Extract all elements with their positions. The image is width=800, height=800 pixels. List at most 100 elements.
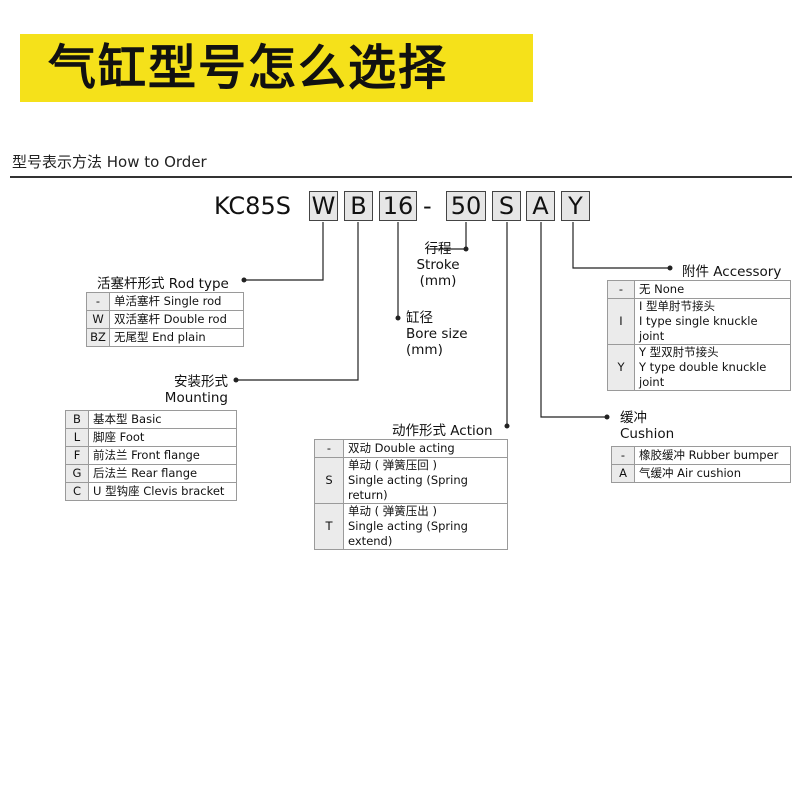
accessory-table: - 无 None I I 型单肘节接头 I type single knuckl… (607, 280, 791, 391)
option-code: BZ (86, 328, 110, 347)
bore-size-label: 缸径 Bore size (mm) (406, 310, 468, 358)
option-desc: 无 None (634, 280, 791, 299)
option-code: C (65, 482, 89, 501)
dot-stroke (463, 246, 469, 252)
table-row: S 单动 ( 弹簧压回 ) Single acting (Spring retu… (314, 457, 508, 504)
mounting-table: B 基本型 Basic L 脚座 Foot F 前法兰 Front flange… (65, 410, 237, 501)
stroke-en: Stroke (416, 257, 460, 273)
bore-size-unit: (mm) (406, 342, 443, 358)
table-row: L 脚座 Foot (65, 428, 237, 447)
option-desc-line1: 双动 Double acting (348, 441, 455, 455)
option-code: L (65, 428, 89, 447)
cushion-label: 缓冲 Cushion (620, 410, 674, 442)
option-code: F (65, 446, 89, 465)
option-code: Y (607, 344, 635, 391)
option-code: - (607, 280, 635, 299)
bore-size-cn: 缸径 (406, 310, 433, 326)
option-code: S (314, 457, 344, 504)
table-row: - 橡胶缓冲 Rubber bumper (611, 446, 791, 465)
action-label: 动作形式 Action (392, 423, 493, 439)
title-banner: 气缸型号怎么选择 (20, 34, 533, 102)
banner-title: 气缸型号怎么选择 (48, 40, 449, 96)
table-row: A 气缓冲 Air cushion (611, 464, 791, 483)
header-divider (10, 176, 792, 178)
option-desc-line1: 单动 ( 弹簧压出 ) (348, 504, 437, 518)
table-row: C U 型钩座 Clevis bracket (65, 482, 237, 501)
table-row: - 单活塞杆 Single rod (86, 292, 244, 311)
option-desc: 单动 ( 弹簧压出 ) Single acting (Spring extend… (343, 503, 508, 550)
option-desc: I 型单肘节接头 I type single knuckle joint (634, 298, 791, 345)
option-desc-line2: Single acting (Spring return) (348, 473, 468, 502)
option-code: A (611, 464, 635, 483)
option-desc-line1: 无 None (639, 282, 685, 296)
connector-accessory (572, 222, 670, 269)
code-box-s: S (492, 191, 521, 221)
table-row: B 基本型 Basic (65, 410, 237, 429)
table-row: I I 型单肘节接头 I type single knuckle joint (607, 298, 791, 345)
option-desc: 双活塞杆 Double rod (109, 310, 244, 329)
rod-type-label: 活塞杆形式 Rod type (97, 276, 229, 292)
table-row: BZ 无尾型 End plain (86, 328, 244, 347)
option-code: - (611, 446, 635, 465)
option-desc: 单动 ( 弹簧压回 ) Single acting (Spring return… (343, 457, 508, 504)
table-row: G 后法兰 Rear flange (65, 464, 237, 483)
option-desc: 脚座 Foot (88, 428, 237, 447)
option-desc-line2: Single acting (Spring extend) (348, 519, 468, 548)
table-row: F 前法兰 Front flange (65, 446, 237, 465)
option-desc: 无尾型 End plain (109, 328, 244, 347)
stroke-cn: 行程 (424, 241, 452, 257)
option-desc: 单活塞杆 Single rod (109, 292, 244, 311)
code-box-stroke: 50 (446, 191, 486, 221)
table-row: - 双动 Double acting (314, 439, 508, 458)
option-desc-line2: Y type double knuckle joint (639, 360, 767, 389)
option-code: T (314, 503, 344, 550)
dot-bore (395, 315, 401, 321)
connector-cushion (540, 222, 607, 418)
table-row: T 单动 ( 弹簧压出 ) Single acting (Spring exte… (314, 503, 508, 550)
dot-rod-type (241, 277, 247, 283)
code-box-a: A (526, 191, 555, 221)
dot-cushion (604, 414, 610, 420)
table-row: Y Y 型双肘节接头 Y type double knuckle joint (607, 344, 791, 391)
dot-accessory (667, 265, 673, 271)
option-desc: 双动 Double acting (343, 439, 508, 458)
mounting-cn: 安装形式 (174, 374, 228, 390)
dot-action (504, 423, 510, 429)
option-code: W (86, 310, 110, 329)
action-table: - 双动 Double acting S 单动 ( 弹簧压回 ) Single … (314, 439, 508, 550)
option-desc: Y 型双肘节接头 Y type double knuckle joint (634, 344, 791, 391)
mounting-en: Mounting (164, 390, 228, 406)
option-code: G (65, 464, 89, 483)
dot-mounting (233, 377, 239, 383)
option-desc: 橡胶缓冲 Rubber bumper (634, 446, 791, 465)
option-desc: 基本型 Basic (88, 410, 237, 429)
code-box-w: W (309, 191, 338, 221)
option-code: B (65, 410, 89, 429)
option-desc: 前法兰 Front flange (88, 446, 237, 465)
option-desc-line1: I 型单肘节接头 (639, 299, 716, 313)
option-desc-line1: 单动 ( 弹簧压回 ) (348, 458, 437, 472)
option-desc: U 型钩座 Clevis bracket (88, 482, 237, 501)
option-desc: 气缓冲 Air cushion (634, 464, 791, 483)
code-box-bore: 16 (379, 191, 417, 221)
table-row: W 双活塞杆 Double rod (86, 310, 244, 329)
stroke-unit: (mm) (419, 273, 457, 289)
cushion-table: - 橡胶缓冲 Rubber bumper A 气缓冲 Air cushion (611, 446, 791, 483)
connector-mounting (236, 222, 359, 381)
option-desc-line1: Y 型双肘节接头 (639, 345, 719, 359)
option-code: - (86, 292, 110, 311)
option-code: I (607, 298, 635, 345)
stroke-label: 行程 Stroke (mm) (414, 241, 462, 289)
accessory-label: 附件 Accessory (682, 264, 782, 280)
option-code: - (314, 439, 344, 458)
cushion-cn: 缓冲 (620, 410, 647, 426)
code-box-y: Y (561, 191, 590, 221)
bore-size-en: Bore size (406, 326, 468, 342)
option-desc-line2: I type single knuckle joint (639, 314, 758, 343)
table-row: - 无 None (607, 280, 791, 299)
code-box-b: B (344, 191, 373, 221)
connector-rod-type (244, 222, 324, 281)
option-desc: 后法兰 Rear flange (88, 464, 237, 483)
code-prefix: KC85S (214, 192, 291, 220)
